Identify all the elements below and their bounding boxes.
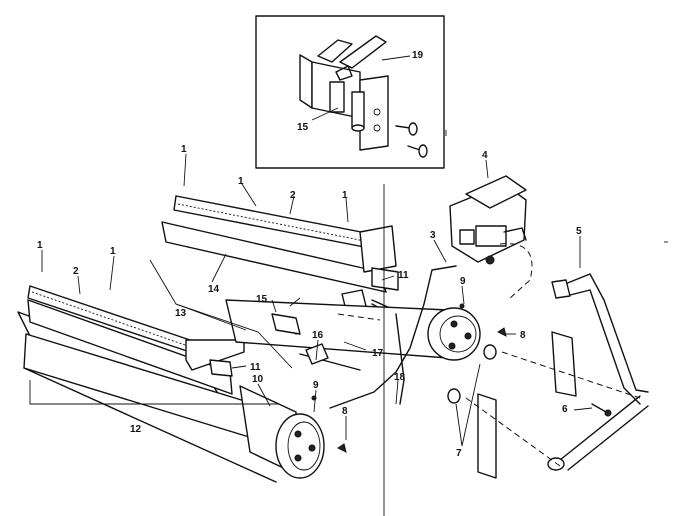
callout-2-top: 2 — [290, 190, 296, 201]
upper-burner-assembly — [161, 195, 409, 321]
callout-1-top-mid: 1 — [238, 176, 244, 187]
callout-10: 10 — [252, 374, 264, 385]
callout-18: 18 — [394, 372, 406, 383]
callout-19: 19 — [412, 50, 424, 61]
callout-1-top-left: 1 — [181, 144, 187, 155]
callout-1-top-right: 1 — [342, 190, 348, 201]
callout-6: 6 — [562, 404, 568, 415]
lower-burner-assembly — [17, 285, 301, 483]
right-burner-tube — [225, 299, 481, 361]
gas-supply-pipe — [465, 243, 649, 479]
callout-4: 4 — [482, 150, 488, 161]
callout-11-lower: 11 — [250, 362, 261, 373]
small-fittings — [271, 313, 612, 453]
callout-8-left: 8 — [342, 406, 348, 417]
pilot-assembly-inset: 19 15 — [255, 15, 447, 169]
callout-16: 16 — [312, 330, 324, 341]
leader-lines — [29, 153, 668, 516]
left-burner-end-cap — [239, 385, 325, 479]
callout-5: 5 — [576, 226, 582, 237]
callout-13: 13 — [175, 308, 187, 319]
callout-8-right: 8 — [520, 330, 526, 341]
callout-labels: 1 1 2 1 1 2 1 3 4 5 6 7 8 8 9 9 10 11 11… — [37, 144, 582, 459]
callout-2-left: 2 — [73, 266, 79, 277]
callout-9-right: 9 — [460, 276, 466, 287]
callout-3: 3 — [430, 230, 436, 241]
gas-valve — [449, 175, 527, 265]
callout-12: 12 — [130, 424, 142, 435]
callout-14: 14 — [208, 284, 220, 295]
callout-1-left: 1 — [37, 240, 43, 251]
callout-15-main: 15 — [256, 294, 268, 305]
callout-9-left: 9 — [313, 380, 319, 391]
callout-17: 17 — [372, 348, 384, 359]
callout-1-left-mid: 1 — [110, 246, 116, 257]
callout-11-upper: 11 — [398, 270, 409, 281]
callout-15-inset: 15 — [297, 122, 309, 133]
callout-7: 7 — [456, 448, 462, 459]
